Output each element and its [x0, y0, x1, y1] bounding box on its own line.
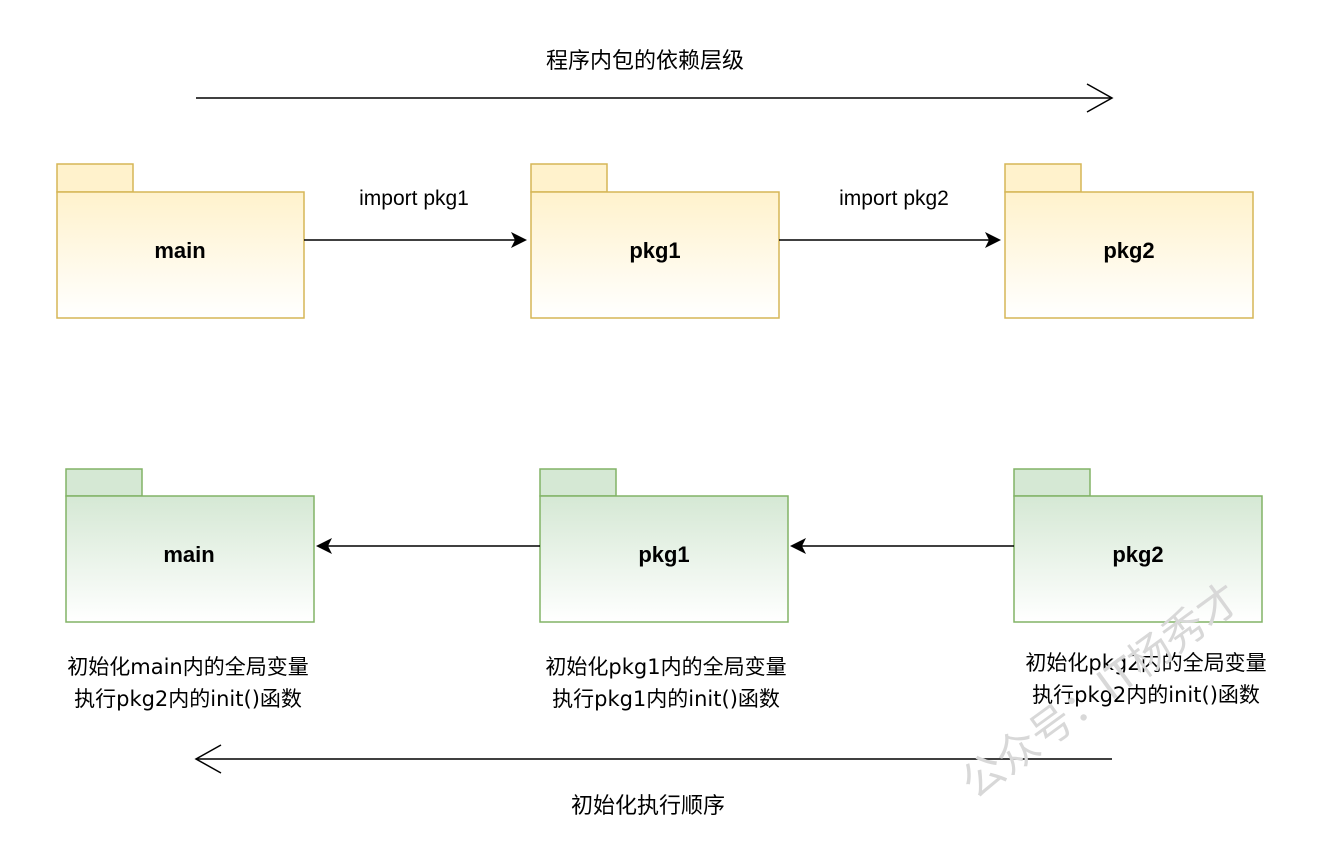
- package-name: pkg1: [638, 542, 689, 567]
- caption-main: 初始化main内的全局变量 执行pkg2内的init()函数: [67, 655, 308, 711]
- package-pkg2-bottom[interactable]: pkg2: [1013, 468, 1263, 623]
- package-name: pkg1: [629, 238, 680, 263]
- package-name: pkg2: [1112, 542, 1163, 567]
- import-edge-pkg1-pkg2: import pkg2: [779, 187, 1001, 248]
- package-name: pkg2: [1103, 238, 1154, 263]
- caption-line: 初始化pkg2内的全局变量: [1025, 651, 1266, 675]
- package-main-top[interactable]: main: [56, 163, 305, 319]
- init-edge-pkg1-main: [316, 538, 540, 554]
- package-name: main: [163, 542, 214, 567]
- dependency-direction-arrow: [196, 83, 1114, 113]
- init-order-arrow: [194, 744, 1112, 774]
- dependency-title: 程序内包的依赖层级: [546, 49, 744, 74]
- import-label: import pkg1: [359, 187, 469, 210]
- package-pkg2-top[interactable]: pkg2: [1004, 163, 1254, 319]
- import-label: import pkg2: [839, 187, 949, 210]
- package-name: main: [154, 238, 205, 263]
- init-edge-pkg2-pkg1: [790, 538, 1014, 554]
- caption-pkg2: 初始化pkg2内的全局变量 执行pkg2内的init()函数: [1025, 651, 1266, 707]
- import-edge-main-pkg1: import pkg1: [304, 187, 527, 248]
- caption-line: 初始化main内的全局变量: [67, 655, 308, 679]
- caption-line: 执行pkg1内的init()函数: [552, 687, 780, 711]
- package-main-bottom[interactable]: main: [65, 468, 315, 623]
- package-pkg1-bottom[interactable]: pkg1: [539, 468, 789, 623]
- caption-line: 初始化pkg1内的全局变量: [545, 655, 786, 679]
- package-pkg1-top[interactable]: pkg1: [530, 163, 780, 319]
- init-order-title: 初始化执行顺序: [571, 794, 725, 819]
- caption-line: 执行pkg2内的init()函数: [1032, 683, 1260, 707]
- caption-line: 执行pkg2内的init()函数: [74, 687, 302, 711]
- caption-pkg1: 初始化pkg1内的全局变量 执行pkg1内的init()函数: [545, 655, 786, 711]
